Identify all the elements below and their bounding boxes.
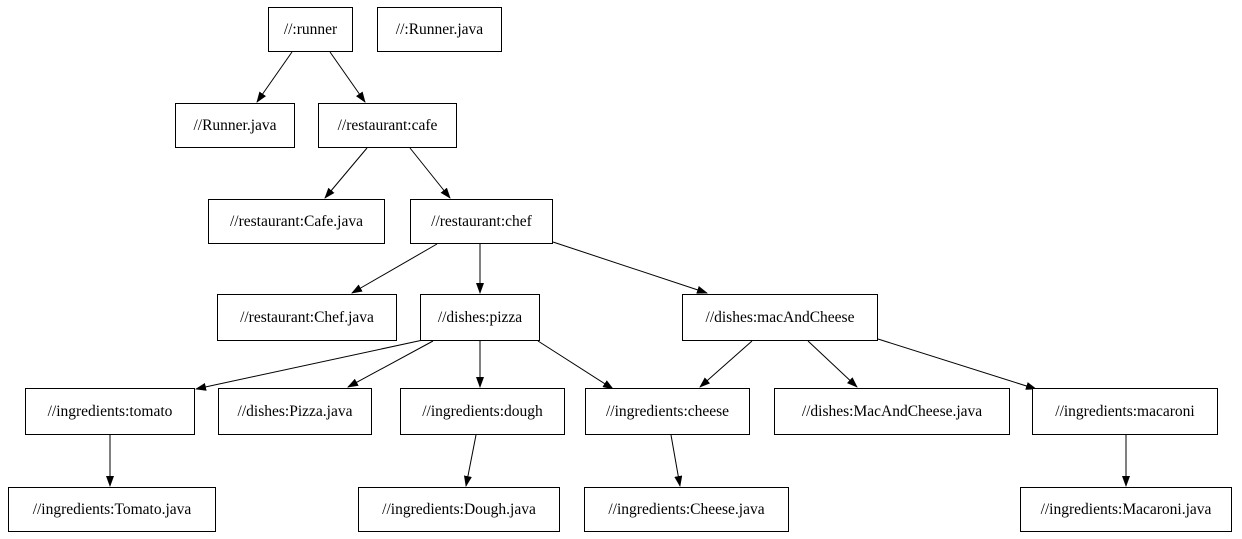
node-label: //Runner.java bbox=[193, 116, 277, 134]
node-runner-java-root: //:Runner.java bbox=[377, 7, 502, 52]
node-label: //dishes:MacAndCheese.java bbox=[801, 402, 983, 420]
node-label: //dishes:pizza bbox=[437, 308, 523, 326]
edge-runner-to-runner-java bbox=[256, 51, 293, 103]
edge-pizza-to-cheese bbox=[537, 340, 614, 390]
edge-dough-to-dough-java bbox=[463, 434, 477, 487]
node-tomato-java: //ingredients:Tomato.java bbox=[8, 487, 216, 532]
node-dough: //ingredients:dough bbox=[400, 388, 565, 435]
node-label: //ingredients:Tomato.java bbox=[32, 500, 192, 518]
node-label: //restaurant:Cafe.java bbox=[230, 212, 363, 230]
node-label: //dishes:macAndCheese bbox=[705, 308, 855, 326]
node-chef: //restaurant:chef bbox=[410, 199, 553, 244]
edge-pizza-to-pizza-java bbox=[347, 340, 434, 388]
node-cheese: //ingredients:cheese bbox=[585, 388, 750, 435]
node-label: //ingredients:dough bbox=[422, 402, 543, 420]
node-label: //ingredients:tomato bbox=[47, 402, 173, 420]
node-label: //ingredients:Cheese.java bbox=[608, 500, 765, 518]
edge-chef-to-mac-and-cheese bbox=[552, 241, 708, 294]
edge-cheese-to-cheese-java bbox=[670, 434, 683, 487]
edge-mac-and-cheese-to-cheese bbox=[699, 340, 753, 388]
node-label: //:Runner.java bbox=[395, 20, 484, 38]
node-pizza-java: //dishes:Pizza.java bbox=[218, 388, 372, 435]
node-label: //restaurant:Chef.java bbox=[240, 308, 374, 326]
node-label: //:runner bbox=[283, 20, 338, 38]
node-label: //ingredients:Macaroni.java bbox=[1040, 500, 1212, 518]
node-macaroni: //ingredients:macaroni bbox=[1032, 388, 1218, 435]
node-label: //restaurant:chef bbox=[431, 212, 532, 230]
node-label: //ingredients:macaroni bbox=[1055, 402, 1195, 420]
node-cafe: //restaurant:cafe bbox=[318, 103, 457, 148]
edge-chef-to-chef-java bbox=[351, 243, 438, 294]
edge-mac-and-cheese-to-mac-and-cheese-java bbox=[807, 340, 858, 388]
node-runner-java: //Runner.java bbox=[175, 103, 295, 148]
node-label: //ingredients:cheese bbox=[605, 402, 730, 420]
node-cheese-java: //ingredients:Cheese.java bbox=[584, 487, 789, 532]
node-mac-and-cheese-java: //dishes:MacAndCheese.java bbox=[774, 388, 1010, 435]
node-tomato: //ingredients:tomato bbox=[25, 388, 195, 435]
node-dough-java: //ingredients:Dough.java bbox=[358, 487, 560, 532]
node-label: //restaurant:cafe bbox=[337, 116, 438, 134]
edge-mac-and-cheese-to-macaroni bbox=[877, 338, 1037, 390]
edge-cafe-to-cafe-java bbox=[324, 147, 368, 199]
node-mac-and-cheese: //dishes:macAndCheese bbox=[682, 294, 878, 341]
edge-runner-to-cafe bbox=[329, 51, 366, 103]
node-macaroni-java: //ingredients:Macaroni.java bbox=[1020, 487, 1232, 532]
node-chef-java: //restaurant:Chef.java bbox=[217, 294, 397, 341]
node-cafe-java: //restaurant:Cafe.java bbox=[208, 199, 385, 244]
node-pizza: //dishes:pizza bbox=[420, 294, 540, 341]
edge-cafe-to-chef bbox=[409, 147, 451, 199]
node-label: //ingredients:Dough.java bbox=[382, 500, 536, 518]
edge-pizza-to-tomato bbox=[195, 339, 424, 391]
node-runner: //:runner bbox=[268, 7, 353, 52]
node-label: //dishes:Pizza.java bbox=[237, 402, 353, 420]
